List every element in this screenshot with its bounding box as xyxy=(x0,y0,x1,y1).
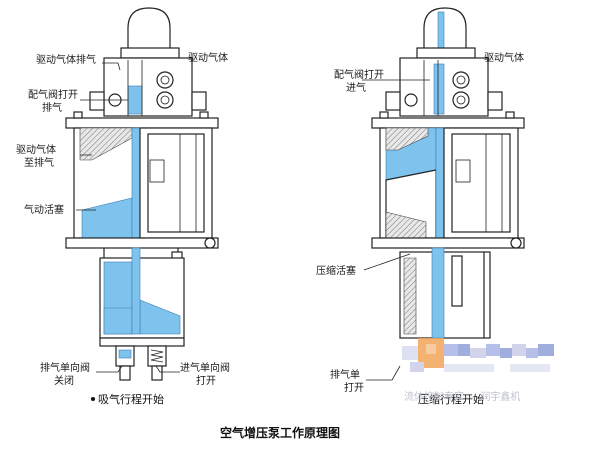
caption-compress-stroke: 压缩行程开始 xyxy=(418,392,484,406)
label-exhaust-check-closed-2: 关闭 xyxy=(54,374,74,387)
label-drive-gas-right: 驱动气体 xyxy=(484,51,524,64)
caption-intake-stroke: 吸气行程开始 xyxy=(98,392,164,406)
left-leader-lines xyxy=(76,57,186,373)
label-valve-open-exhaust-1: 配气阀打开 xyxy=(28,88,78,101)
caption-bullet-left xyxy=(91,397,95,401)
left-pump-diagram xyxy=(65,7,219,381)
label-compress-piston: 压缩活塞 xyxy=(316,264,356,277)
label-exhaust-check-closed-1: 排气单向阀 xyxy=(40,361,90,374)
label-exhaust-check-open-2: 打开 xyxy=(344,381,364,394)
label-air-piston: 气动活塞 xyxy=(24,203,64,216)
label-intake-check-open-1: 进气单向阀 xyxy=(180,361,230,374)
label-exhaust-check-open-1: 排气单 xyxy=(330,368,360,381)
figure-title: 空气增压泵工作原理图 xyxy=(220,425,340,440)
label-drive-to-exhaust-1: 驱动气体 xyxy=(16,143,56,156)
watermark-overlay xyxy=(402,338,554,372)
label-intake-check-open-2: 打开 xyxy=(196,374,216,387)
right-leader-lines xyxy=(362,57,484,381)
label-drive-gas-left: 驱动气体 xyxy=(188,51,228,64)
label-valve-open-exhaust-2: 排气 xyxy=(42,101,62,114)
right-pump-diagram xyxy=(371,7,525,339)
label-valve-open-intake-1: 配气阀打开 xyxy=(334,68,384,81)
label-drive-to-exhaust-2: 至排气 xyxy=(24,156,54,169)
label-drive-exhaust: 驱动气体排气 xyxy=(36,53,96,66)
label-valve-open-intake-2: 进气 xyxy=(346,81,366,94)
watermark-text: 流体控制专家 — 润宇鑫机 xyxy=(404,390,520,403)
